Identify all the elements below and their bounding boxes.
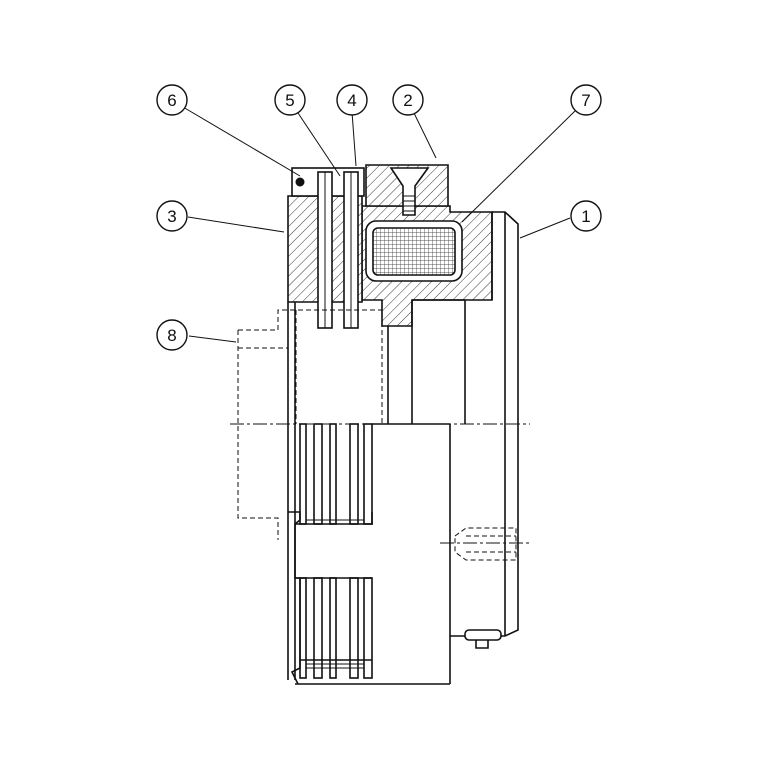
- callout-6-label: 6: [167, 91, 176, 110]
- callout-4: 4: [336, 84, 368, 116]
- guide-pins: [317, 171, 359, 329]
- callout-4-label: 4: [347, 91, 356, 110]
- coil-winding: [372, 227, 456, 276]
- snap-ring-dot: [295, 177, 305, 187]
- lug-detail: [464, 629, 502, 649]
- leader-lines: [182, 106, 576, 343]
- callout-2-label: 2: [403, 91, 412, 110]
- callout-1-label: 1: [581, 207, 590, 226]
- hub-outline: [287, 299, 466, 685]
- callout-5: 5: [274, 84, 306, 116]
- callout-7: 7: [570, 84, 602, 116]
- callout-3: 3: [156, 200, 188, 232]
- top-cap-section: [365, 164, 449, 216]
- adapter-hidden-outline: [237, 309, 383, 540]
- callout-7-label: 7: [581, 91, 590, 110]
- callout-5-label: 5: [285, 91, 294, 110]
- callout-2: 2: [392, 84, 424, 116]
- callout-8: 8: [156, 319, 188, 351]
- callout-1: 1: [570, 200, 602, 232]
- callout-6: 6: [156, 84, 188, 116]
- magnet-body-section: [361, 205, 493, 327]
- callout-8-label: 8: [167, 326, 176, 345]
- plate-stack-lower: [288, 423, 373, 685]
- callout-3-label: 3: [167, 207, 176, 226]
- countersunk-screw: [389, 167, 430, 216]
- set-screw-hidden: [454, 527, 517, 561]
